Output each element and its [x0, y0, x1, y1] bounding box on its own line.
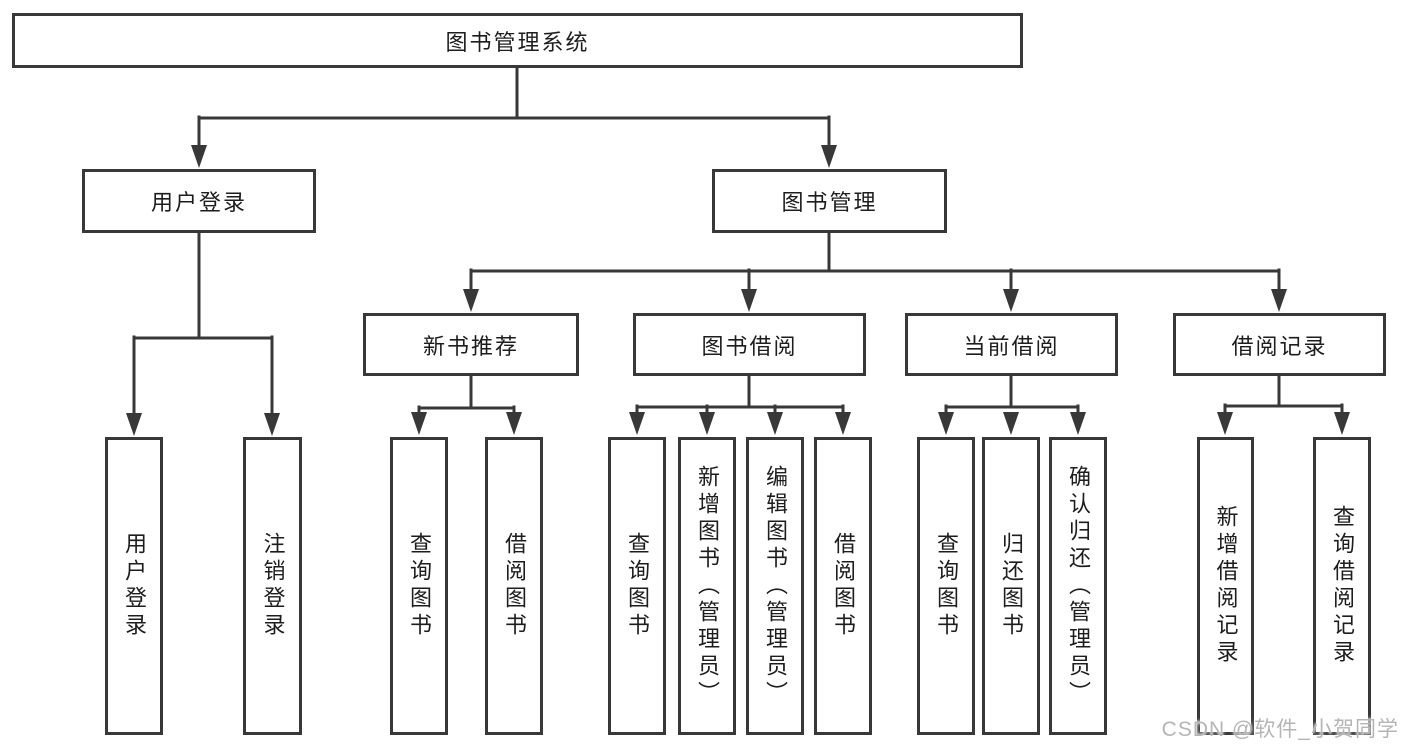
leaf-cb-confirm-return-admin: 确认归还（管理员）	[1049, 437, 1107, 735]
leaf-logout-login: 注销登录	[243, 437, 302, 735]
arrow-icon	[126, 413, 142, 436]
leaf-bb-query-books: 查询图书	[608, 437, 666, 735]
arrow-icon	[767, 412, 783, 435]
arrow-icon	[1070, 412, 1086, 435]
arrow-icon	[1003, 289, 1019, 312]
arrow-icon	[191, 145, 207, 168]
arrow-icon	[411, 412, 427, 435]
node-book-borrowing: 图书借阅	[633, 313, 866, 376]
arrow-icon	[264, 413, 280, 436]
node-new-book-recommend: 新书推荐	[363, 313, 579, 376]
arrow-icon	[835, 412, 851, 435]
leaf-cb-return-books: 归还图书	[982, 437, 1040, 735]
arrow-icon	[463, 289, 479, 312]
arrow-icon	[821, 145, 837, 168]
arrow-icon	[699, 412, 715, 435]
leaf-cb-query-books: 查询图书	[917, 437, 975, 735]
node-borrow-records: 借阅记录	[1173, 313, 1386, 376]
node-user-login: 用户登录	[82, 169, 316, 233]
leaf-user-login: 用户登录	[105, 437, 163, 735]
leaf-bb-edit-books-admin: 编辑图书（管理员）	[746, 437, 804, 735]
arrowheads	[126, 145, 1350, 436]
arrow-icon	[938, 412, 954, 435]
leaf-nbr-query-books: 查询图书	[390, 437, 448, 735]
leaf-br-add-record: 新增借阅记录	[1197, 437, 1254, 735]
node-library-system: 图书管理系统	[12, 13, 1023, 68]
node-current-borrowing: 当前借阅	[905, 313, 1118, 376]
leaf-bb-borrow-books: 借阅图书	[814, 437, 872, 735]
arrow-icon	[506, 412, 522, 435]
arrow-icon	[741, 289, 757, 312]
arrow-icon	[1217, 412, 1233, 435]
csdn-watermark: CSDN @软件_小贺同学	[1161, 718, 1399, 741]
leaf-nbr-borrow-books: 借阅图书	[485, 437, 543, 735]
tree-edges	[132, 66, 1344, 419]
leaf-bb-add-books-admin: 新增图书（管理员）	[678, 437, 736, 735]
arrow-icon	[1271, 289, 1287, 312]
leaf-br-query-record: 查询借阅记录	[1313, 437, 1371, 735]
arrow-icon	[1003, 412, 1019, 435]
arrow-icon	[1334, 412, 1350, 435]
node-book-management: 图书管理	[712, 169, 947, 233]
arrow-icon	[629, 412, 645, 435]
